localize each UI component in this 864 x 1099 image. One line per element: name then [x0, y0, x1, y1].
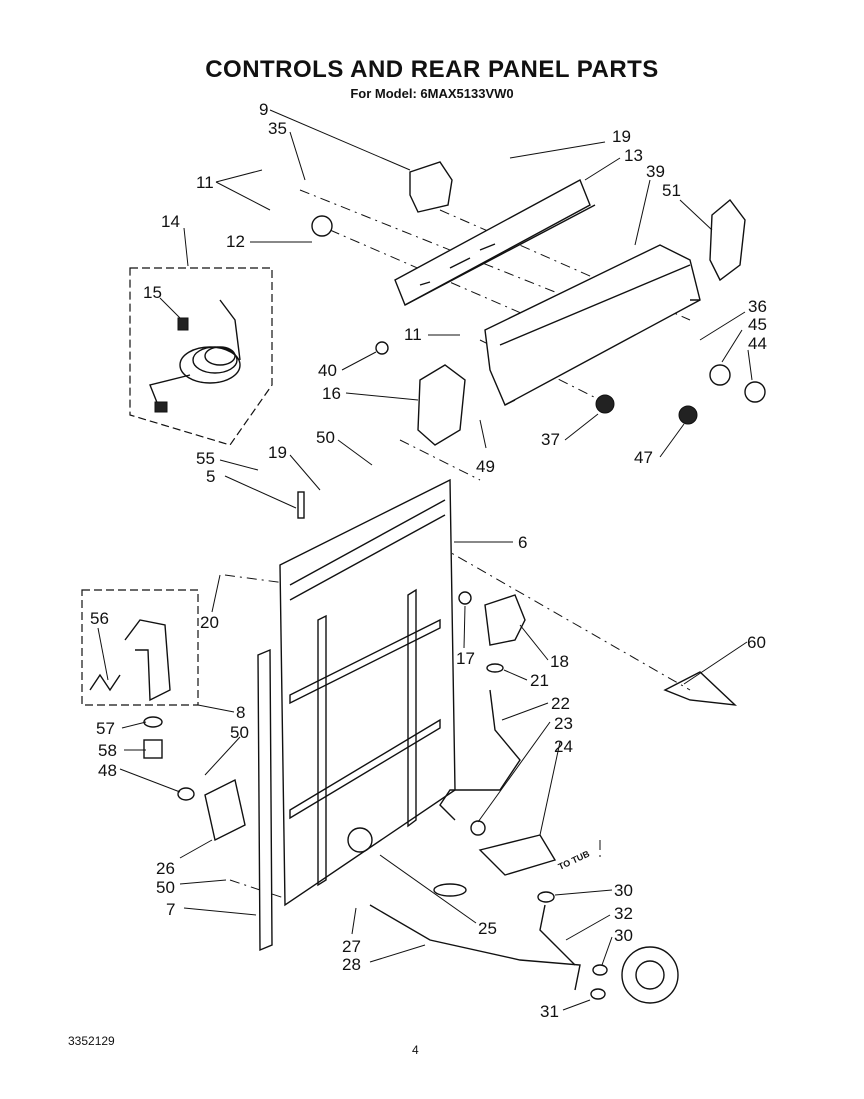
callout-27: 27 — [342, 937, 361, 956]
drain-hose-kit — [89, 619, 195, 801]
callout-30b: 30 — [614, 926, 633, 945]
callout-37: 37 — [541, 430, 560, 449]
callout-16: 16 — [322, 384, 341, 403]
knob-47 — [678, 405, 698, 425]
callout-25: 25 — [478, 919, 497, 938]
callout-19b: 19 — [268, 443, 287, 462]
callout-11a: 11 — [196, 173, 214, 192]
rear-panel — [279, 478, 456, 907]
callout-60: 60 — [747, 633, 766, 652]
power-cord-group-box — [129, 267, 273, 446]
callout-31: 31 — [540, 1002, 559, 1021]
callout-12: 12 — [226, 232, 245, 251]
clip-40 — [375, 341, 389, 355]
control-panel-bracket — [394, 179, 591, 306]
callout-50c: 50 — [156, 878, 175, 897]
callout-22: 22 — [551, 694, 570, 713]
callout-32: 32 — [614, 904, 633, 923]
callout-28: 28 — [342, 955, 361, 974]
knob-44 — [744, 381, 766, 403]
pump — [621, 946, 679, 1004]
callout-13: 13 — [624, 146, 643, 165]
hose-bracket — [478, 834, 557, 876]
callout-55: 55 — [196, 449, 215, 468]
end-cap-right — [709, 198, 746, 282]
page-title: CONTROLS AND REAR PANEL PARTS — [205, 56, 659, 83]
callout-36: 36 — [748, 297, 767, 316]
callout-40: 40 — [318, 361, 337, 380]
callout-39: 39 — [646, 162, 665, 181]
callout-5: 5 — [206, 467, 215, 486]
drain-hose-group-box — [81, 589, 199, 706]
callout-7: 7 — [166, 900, 175, 919]
panel-bracket — [297, 491, 305, 519]
callout-47: 47 — [634, 448, 653, 467]
callout-48: 48 — [98, 761, 117, 780]
callout-24: 24 — [554, 737, 573, 756]
callout-6: 6 — [518, 533, 527, 552]
drain-hose — [369, 904, 581, 991]
clamp-23 — [470, 820, 486, 836]
model-subtitle: For Model: 6MAX5133VW0 — [350, 86, 514, 101]
callout-50b: 50 — [230, 723, 249, 742]
tub-hose — [539, 904, 576, 966]
callout-45: 45 — [748, 315, 767, 334]
to-tub-label: TO TUB — [557, 848, 592, 871]
water-valve — [484, 594, 526, 646]
switch — [311, 215, 333, 237]
callout-14: 14 — [161, 212, 180, 231]
panel-ribs — [289, 588, 441, 887]
side-rail — [257, 648, 273, 952]
callout-18: 18 — [550, 652, 569, 671]
callout-21: 21 — [530, 671, 549, 690]
fill-hose — [439, 689, 521, 821]
timer — [409, 161, 453, 213]
callout-44: 44 — [748, 334, 767, 353]
dial-45 — [709, 364, 731, 386]
callout-23: 23 — [554, 714, 573, 733]
callout-8: 8 — [236, 703, 245, 722]
callout-15: 15 — [143, 283, 162, 302]
power-cord — [149, 299, 241, 413]
document-number: 3352129 — [68, 1034, 115, 1048]
clamp-21 — [486, 663, 504, 673]
callout-51: 51 — [662, 181, 681, 200]
page-number: 4 — [412, 1043, 419, 1057]
hanger-60 — [663, 671, 738, 706]
callout-30a: 30 — [614, 881, 633, 900]
callout-11b: 11 — [404, 325, 422, 344]
callout-20: 20 — [200, 613, 219, 632]
leader-lines — [97, 109, 753, 1011]
callout-57: 57 — [96, 719, 115, 738]
callout-50a: 50 — [316, 428, 335, 447]
mounting-bracket — [204, 778, 246, 842]
callout-labels: 9 35 19 13 39 51 11 12 14 15 11 36 45 44… — [90, 100, 767, 1021]
callout-35: 35 — [268, 119, 287, 138]
callout-26: 26 — [156, 859, 175, 878]
knob-37 — [595, 394, 615, 414]
grommet-25 — [433, 883, 467, 897]
callout-56: 56 — [90, 609, 109, 628]
end-cap-left — [417, 364, 466, 446]
callout-17: 17 — [456, 649, 475, 668]
console — [484, 244, 701, 406]
callout-58: 58 — [98, 741, 117, 760]
callout-19: 19 — [612, 127, 631, 146]
callout-9: 9 — [259, 100, 268, 119]
callout-49: 49 — [476, 457, 495, 476]
